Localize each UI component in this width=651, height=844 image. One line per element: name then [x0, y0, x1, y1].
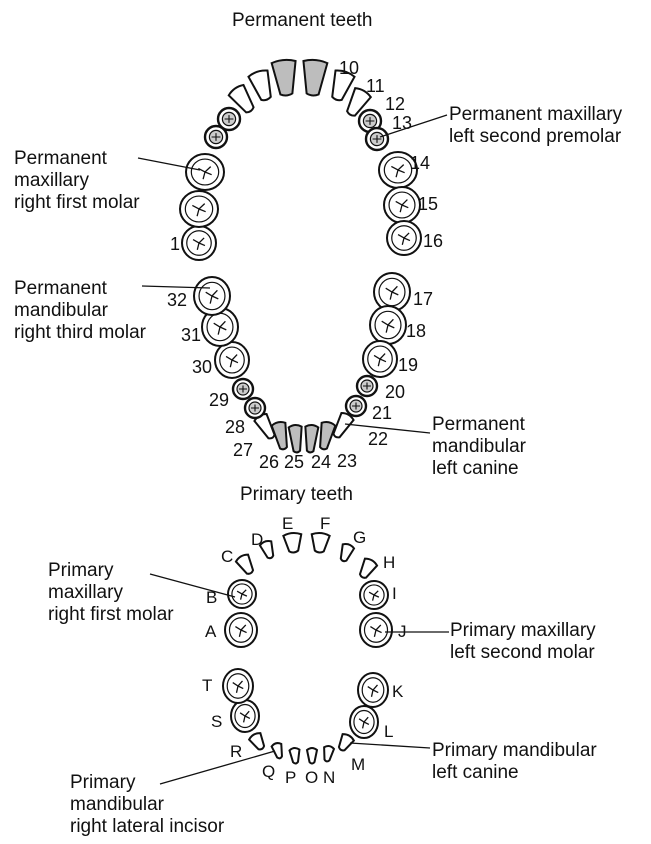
label-primary-mandibular-right-lateral-incisor: Primary mandibular right lateral incisor	[70, 772, 224, 838]
tooth-number-19: 19	[398, 355, 418, 375]
tooth-number-20: 20	[385, 382, 405, 402]
primary-tooth-H	[356, 557, 378, 581]
tooth-letter-G: G	[353, 528, 366, 547]
primary-tooth-J	[360, 613, 392, 647]
tooth-letter-Q: Q	[262, 762, 275, 781]
tooth-number-14: 14	[410, 153, 430, 173]
tooth-letter-K: K	[392, 682, 403, 701]
tooth-letter-O: O	[305, 768, 318, 787]
tooth-letter-A: A	[205, 622, 216, 641]
tooth-letter-D: D	[251, 530, 263, 549]
permanent-teeth-title: Permanent teeth	[232, 10, 372, 32]
tooth-letter-J: J	[398, 622, 407, 641]
permanent-tooth-17	[374, 273, 410, 311]
tooth-number-23: 23	[337, 451, 357, 471]
permanent-tooth-25	[289, 425, 304, 453]
tooth-letter-P: P	[285, 768, 296, 787]
tooth-number-26: 26	[259, 452, 279, 472]
permanent-tooth-5	[218, 108, 240, 130]
primary-tooth-F	[310, 532, 330, 553]
tooth-number-31: 31	[181, 325, 201, 345]
tooth-number-32: 32	[167, 290, 187, 310]
tooth-letter-C: C	[221, 547, 233, 566]
primary-tooth-O	[307, 748, 317, 764]
permanent-tooth-2	[180, 191, 218, 227]
tooth-number-13: 13	[392, 113, 412, 133]
tooth-number-1: 1	[170, 234, 180, 254]
primary-tooth-Q	[271, 742, 285, 760]
permanent-tooth-21	[346, 396, 366, 416]
primary-teeth-title: Primary teeth	[240, 484, 353, 506]
primary-tooth-R	[248, 731, 268, 752]
permanent-tooth-18	[370, 306, 406, 344]
permanent-tooth-16	[387, 221, 421, 255]
permanent-tooth-9	[301, 59, 328, 96]
tooth-number-25: 25	[284, 452, 304, 472]
primary-tooth-S	[231, 700, 259, 732]
primary-tooth-T	[223, 669, 253, 703]
leader-permanent-left-second-premolar	[380, 115, 447, 137]
tooth-letter-L: L	[384, 722, 393, 741]
label-primary-mandibular-left-canine: Primary mandibular left canine	[432, 740, 597, 784]
tooth-letter-N: N	[323, 768, 335, 787]
permanent-tooth-13	[366, 128, 388, 150]
tooth-letter-B: B	[206, 588, 217, 607]
primary-tooth-K	[358, 673, 388, 707]
primary-tooth-C	[235, 553, 257, 577]
tooth-number-30: 30	[192, 357, 212, 377]
permanent-tooth-7	[248, 69, 276, 103]
permanent-tooth-8	[271, 59, 298, 96]
tooth-number-15: 15	[418, 194, 438, 214]
label-permanent-maxillary-left-second-premolar: Permanent maxillary left second premolar	[449, 104, 622, 148]
tooth-number-12: 12	[385, 94, 405, 114]
tooth-number-21: 21	[372, 403, 392, 423]
primary-tooth-L	[350, 706, 378, 738]
permanent-tooth-20	[357, 376, 377, 396]
primary-tooth-B	[228, 580, 256, 608]
tooth-number-22: 22	[368, 429, 388, 449]
tooth-number-16: 16	[423, 231, 443, 251]
primary-tooth-P	[289, 748, 300, 764]
tooth-letter-R: R	[230, 742, 242, 761]
tooth-letter-E: E	[282, 514, 293, 533]
tooth-number-18: 18	[406, 321, 426, 341]
label-permanent-maxillary-right-first-molar: Permanent maxillary right first molar	[14, 148, 140, 214]
tooth-letter-I: I	[392, 584, 397, 603]
tooth-letter-T: T	[202, 676, 212, 695]
primary-tooth-I	[360, 581, 388, 609]
permanent-tooth-19	[363, 341, 397, 377]
permanent-tooth-1	[182, 226, 216, 260]
tooth-number-10: 10	[339, 58, 359, 78]
permanent-tooth-3	[186, 154, 224, 190]
permanent-tooth-28	[245, 398, 265, 418]
permanent-tooth-23	[316, 421, 335, 451]
label-primary-maxillary-left-second-molar: Primary maxillary left second molar	[450, 620, 596, 664]
tooth-letter-F: F	[320, 514, 330, 533]
tooth-letter-S: S	[211, 712, 222, 731]
label-primary-maxillary-right-first-molar: Primary maxillary right first molar	[48, 560, 174, 626]
tooth-number-17: 17	[413, 289, 433, 309]
tooth-number-28: 28	[225, 417, 245, 437]
tooth-letter-H: H	[383, 553, 395, 572]
label-permanent-mandibular-right-third-molar: Permanent mandibular right third molar	[14, 278, 146, 344]
primary-tooth-E	[283, 532, 303, 553]
tooth-number-27: 27	[233, 440, 253, 460]
leader-primary-left-canine	[350, 743, 430, 748]
tooth-number-29: 29	[209, 390, 229, 410]
tooth-letter-M: M	[351, 755, 365, 774]
permanent-tooth-24	[304, 425, 319, 453]
tooth-number-24: 24	[311, 452, 331, 472]
tooth-number-11: 11	[366, 76, 385, 96]
primary-tooth-A	[225, 613, 257, 647]
permanent-tooth-15	[384, 187, 420, 223]
permanent-tooth-30	[215, 342, 249, 378]
permanent-tooth-32	[194, 277, 230, 315]
permanent-tooth-29	[233, 379, 253, 399]
primary-tooth-N	[322, 745, 335, 762]
label-permanent-mandibular-left-canine: Permanent mandibular left canine	[432, 414, 526, 480]
